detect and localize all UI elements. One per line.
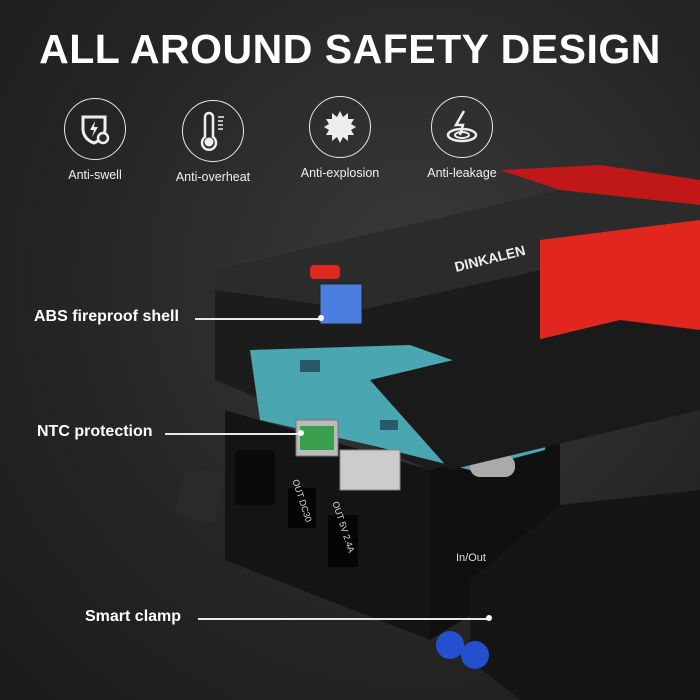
callout-line xyxy=(195,318,320,320)
callout-dot xyxy=(318,315,324,321)
burst-icon xyxy=(324,111,356,143)
feature-label: Anti-swell xyxy=(68,168,122,182)
feature-anti-swell: Anti-swell xyxy=(35,98,155,182)
feature-label: Anti-leakage xyxy=(427,166,497,180)
port-cover xyxy=(175,466,225,524)
lcd-screen xyxy=(319,283,363,325)
shield-bolt-icon xyxy=(81,115,110,145)
feature-label: Anti-overheat xyxy=(175,170,251,184)
usb-port xyxy=(339,449,401,491)
thermometer-icon xyxy=(200,111,224,151)
callout-ntc: NTC protection xyxy=(37,423,153,440)
page-title: ALL AROUND SAFETY DESIGN xyxy=(39,26,661,72)
red-accent-top xyxy=(500,165,700,205)
ec5-pin xyxy=(436,631,464,659)
cable xyxy=(370,320,700,470)
callout-line xyxy=(165,433,300,435)
callout-clamp: Smart clamp xyxy=(85,608,182,625)
power-button xyxy=(310,265,340,279)
port-label-inout: In/Out xyxy=(456,552,486,564)
lightning-ground-icon xyxy=(446,110,478,143)
feature-label: Anti-explosion xyxy=(300,166,380,180)
feature-anti-leakage: Anti-leakage xyxy=(402,96,522,180)
clamp-connector xyxy=(470,490,700,700)
feature-anti-overheat: Anti-overheat xyxy=(153,100,273,184)
feature-anti-explosion: Anti-explosion xyxy=(280,96,400,180)
callout-shell: ABS fireproof shell xyxy=(34,308,179,325)
callout-dot xyxy=(298,430,304,436)
callout-line xyxy=(198,618,488,620)
ec5-pin xyxy=(461,641,489,669)
callout-dot xyxy=(486,615,492,621)
